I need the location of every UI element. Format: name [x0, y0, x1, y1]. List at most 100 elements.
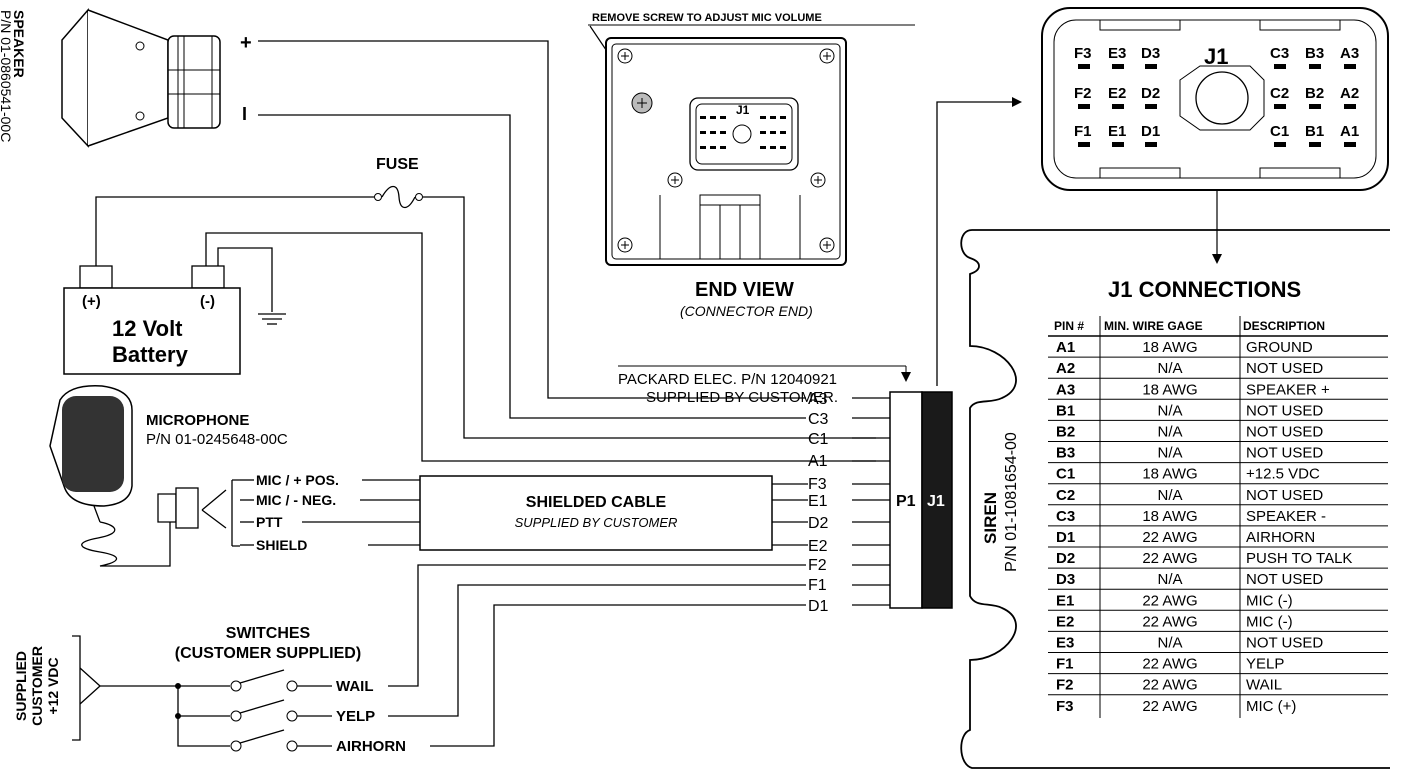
- table-cell-gage: 18 AWG: [1142, 466, 1197, 483]
- table-cell-description: NOT USED: [1246, 424, 1323, 441]
- connector-pin-b1: B1: [1305, 123, 1324, 140]
- pin-label-d2: D2: [808, 515, 829, 532]
- table-cell-description: NOT USED: [1246, 487, 1323, 504]
- table-cell-gage: N/A: [1157, 402, 1182, 419]
- end-view-j1-label: J1: [736, 103, 750, 117]
- connector-j1-label: J1: [1204, 44, 1228, 69]
- speaker-part-number: P/N 01-0860541-00C: [0, 10, 14, 142]
- connector-pin-f1: F1: [1074, 123, 1092, 140]
- table-cell-gage: 22 AWG: [1142, 698, 1197, 715]
- battery-icon: [63, 265, 241, 375]
- pin-label-f3: F3: [808, 476, 827, 493]
- table-row: D3 N/A NOT USED: [1048, 571, 1388, 590]
- connector-pin-b2: B2: [1305, 85, 1324, 102]
- table-cell-gage: 22 AWG: [1142, 592, 1197, 609]
- table-cell-pin: B1: [1056, 402, 1075, 419]
- table-cell-pin: B2: [1056, 424, 1075, 441]
- table-cell-gage: N/A: [1157, 635, 1182, 652]
- table-title: J1 CONNECTIONS: [1108, 277, 1301, 302]
- end-view-group: REMOVE SCREW TO ADJUST MIC VOLUME: [588, 12, 915, 319]
- table-cell-description: GROUND: [1246, 339, 1313, 356]
- table-cell-pin: F2: [1056, 677, 1074, 694]
- pin-label-f1: F1: [808, 577, 827, 594]
- customer-supply-voltage: +12 VDC: [45, 657, 61, 714]
- table-header-gage: MIN. WIRE GAGE: [1104, 319, 1203, 333]
- fuse-label: FUSE: [376, 156, 419, 173]
- table-cell-gage: N/A: [1157, 424, 1182, 441]
- table-cell-description: PUSH TO TALK: [1246, 550, 1352, 567]
- table-cell-gage: 18 AWG: [1142, 339, 1197, 356]
- table-row: B1 N/A NOT USED: [1048, 402, 1388, 421]
- battery-voltage: 12 Volt: [112, 316, 183, 341]
- table-cell-description: MIC (+): [1246, 698, 1296, 715]
- table-cell-pin: F3: [1056, 698, 1074, 715]
- microphone-title: MICROPHONE: [146, 412, 249, 429]
- siren-group: SIREN P/N 01-1081654-00: [960, 229, 1390, 769]
- fuse-icon: [374, 185, 423, 209]
- pin-label-d1: D1: [808, 598, 829, 615]
- connector-pin-d3: D3: [1141, 45, 1160, 62]
- table-cell-pin: D2: [1056, 550, 1075, 567]
- table-cell-pin: A3: [1056, 381, 1075, 398]
- customer-supply-label: CUSTOMER: [29, 646, 45, 726]
- connector-pin-f2: F2: [1074, 85, 1092, 102]
- table-row: F3 22 AWG MIC (+): [1056, 698, 1296, 715]
- speaker-icon: [61, 7, 221, 148]
- switch-wail-label: WAIL: [336, 678, 374, 695]
- table-cell-pin: D3: [1056, 571, 1075, 588]
- connector-pin-f3: F3: [1074, 45, 1092, 62]
- table-cell-description: NOT USED: [1246, 571, 1323, 588]
- mic-wire-ptt: PTT: [256, 514, 283, 530]
- table-cell-gage: 22 AWG: [1142, 613, 1197, 630]
- table-cell-gage: N/A: [1157, 571, 1182, 588]
- connector-pin-d1: D1: [1141, 123, 1160, 140]
- shielded-cable-group: SHIELDED CABLE SUPPLIED BY CUSTOMER: [419, 475, 808, 551]
- switch-icon-yelp: [230, 699, 332, 722]
- switches-title: SWITCHES: [226, 625, 311, 642]
- pin-label-e2: E2: [808, 538, 828, 555]
- battery-label: Battery: [112, 342, 189, 367]
- table-cell-pin: E3: [1056, 635, 1074, 652]
- table-cell-gage: N/A: [1157, 487, 1182, 504]
- p1-j1-plug: P1 J1: [889, 97, 1022, 609]
- j1-connections-table: J1 CONNECTIONS PIN # MIN. WIRE GAGE DESC…: [1048, 277, 1388, 718]
- connector-pin-e2: E2: [1108, 85, 1126, 102]
- table-cell-description: MIC (-): [1246, 592, 1293, 609]
- connector-pin-e1: E1: [1108, 123, 1126, 140]
- packard-supplied: SUPPLIED BY CUSTOMER.: [646, 389, 838, 406]
- switches-subtitle: (CUSTOMER SUPPLIED): [175, 645, 361, 662]
- speaker-minus-terminal: I: [242, 104, 247, 124]
- plug-j1-label: J1: [927, 493, 945, 510]
- table-cell-description: AIRHORN: [1246, 529, 1315, 546]
- end-view-title: END VIEW: [695, 279, 794, 301]
- connector-pin-c2: C2: [1270, 85, 1289, 102]
- table-cell-description: SPEAKER -: [1246, 508, 1326, 525]
- table-cell-description: NOT USED: [1246, 402, 1323, 419]
- pin-label-c1: C1: [808, 431, 829, 448]
- table-cell-pin: E1: [1056, 592, 1074, 609]
- pin-label-e1: E1: [808, 493, 828, 510]
- table-cell-gage: 18 AWG: [1142, 381, 1197, 398]
- connector-pin-d2: D2: [1141, 85, 1160, 102]
- plug-p1-label: P1: [896, 493, 916, 510]
- table-cell-gage: 18 AWG: [1142, 508, 1197, 525]
- battery-minus: (-): [200, 293, 215, 310]
- table-cell-description: +12.5 VDC: [1246, 466, 1320, 483]
- table-cell-description: NOT USED: [1246, 635, 1323, 652]
- switch-icon-wail: [230, 669, 332, 692]
- speaker-plus-terminal: +: [240, 32, 252, 54]
- switch-icon-airhorn: [230, 729, 332, 752]
- pin-label-f2: F2: [808, 557, 827, 574]
- packard-part-number: PACKARD ELEC. P/N 12040921: [618, 371, 837, 388]
- table-cell-gage: N/A: [1157, 445, 1182, 462]
